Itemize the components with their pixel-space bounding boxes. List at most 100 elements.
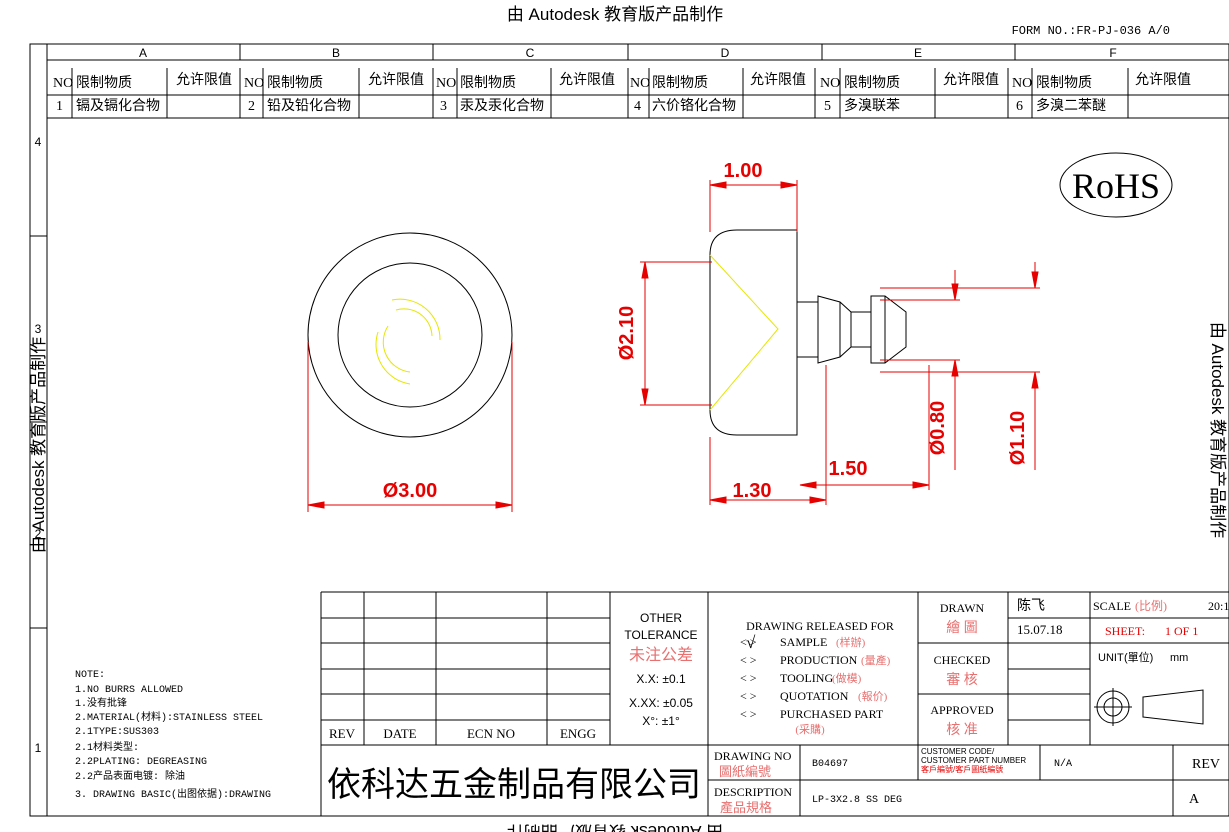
head-profile: [709, 229, 798, 436]
watermark-bottom: 由 Autodesk 教育版产品制作: [507, 822, 723, 832]
note-line-3: 2.MATERIAL(材料):STAINLESS STEEL: [75, 710, 263, 724]
note-line-7: 2.2产品表面电镀: 除油: [75, 769, 185, 783]
restricted-header-no-3: NO: [436, 76, 456, 91]
restricted-item-no-6: 6: [1016, 99, 1023, 114]
scale-value: 20:1: [1208, 599, 1229, 613]
release-check-mark: √: [746, 633, 756, 652]
restricted-header-limit-2: 允许限值: [368, 72, 424, 88]
notes-title: NOTE:: [75, 670, 105, 681]
dimension-lines: [307, 180, 1040, 512]
zone-row-2: 2: [35, 527, 42, 541]
drawn-by: 陈飞: [1017, 597, 1045, 614]
restricted-header-substance-1: 限制物质: [76, 75, 132, 91]
release-item-quotation: QUOTATION: [780, 689, 849, 703]
note-line-1: 1.NO BURRS ALLOWED: [75, 685, 183, 696]
dim-head-thickness: 1.00: [724, 160, 763, 182]
sheet-value: 1 OF 1: [1165, 624, 1198, 638]
tolerance-x1: X.X: ±0.1: [636, 672, 686, 686]
company-name: 依科达五金制品有限公司: [327, 766, 701, 804]
restricted-item-substance-6: 多溴二苯醚: [1036, 97, 1106, 114]
tolerance-deg: X°: ±1°: [642, 714, 680, 728]
restricted-header-substance-6: 限制物质: [1036, 75, 1092, 91]
dim-length-a: 1.30: [733, 480, 772, 502]
release-item-tooling-cn: (做模): [832, 671, 862, 685]
outer-circle: [307, 232, 513, 438]
zone-col-e: E: [914, 46, 922, 60]
tolerance-x2: X.XX: ±0.05: [629, 696, 693, 710]
restricted-header-no-2: NO: [244, 76, 264, 91]
rev-value: A: [1189, 792, 1200, 807]
release-item-sample: SAMPLE: [780, 635, 827, 649]
customer-code-label-cn: 客戶編號/客戶圖紙編號: [921, 764, 1003, 774]
side-view: [709, 229, 907, 436]
title-block-grid: [320, 591, 1229, 816]
tolerance-title-cn: 未注公差: [629, 646, 693, 664]
release-item-purchased-cn: (采購): [795, 722, 825, 736]
note-line-6: 2.2PLATING: DEGREASING: [75, 757, 207, 768]
restricted-header-no-1: NO: [53, 76, 73, 91]
restricted-header-limit-5: 允许限值: [943, 72, 999, 88]
watermark-top: 由 Autodesk 教育版产品制作: [507, 5, 723, 24]
restricted-header-limit-4: 允许限值: [750, 72, 806, 88]
tolerance-title-1: OTHER: [640, 611, 682, 625]
dim-tip-diameter: Ø1.10: [1007, 411, 1029, 465]
restricted-item-substance-1: 镉及镉化合物: [76, 98, 160, 114]
restricted-table-grid: [47, 68, 1229, 118]
customer-code-label-1: CUSTOMER CODE/: [921, 747, 995, 756]
restricted-header-substance-2: 限制物质: [267, 75, 323, 91]
customer-code-label-2: CUSTOMER PART NUMBER: [921, 756, 1026, 765]
release-item-quotation-cn: (報价): [858, 690, 888, 703]
description-label-cn: 產品規格: [720, 800, 772, 815]
front-view: [307, 232, 513, 438]
drawn-date: 15.07.18: [1017, 622, 1063, 637]
release-item-production: PRODUCTION: [780, 653, 858, 667]
customer-code-value: N/A: [1054, 758, 1072, 770]
release-bracket-4: < >: [740, 689, 757, 703]
unit-label-cn: (單位): [1124, 650, 1153, 664]
head-circle: [337, 262, 483, 408]
zone-row-1: 1: [35, 741, 42, 755]
restricted-header-substance-5: 限制物质: [844, 75, 900, 91]
restricted-header-no-4: NO: [630, 76, 650, 91]
dim-outer-diameter: Ø3.00: [383, 480, 437, 502]
form-number: FORM NO.:FR-PJ-036 A/0: [1012, 24, 1170, 38]
release-bracket-2: < >: [740, 653, 757, 667]
note-line-5: 2.1材料类型:: [75, 740, 139, 754]
release-title: DRAWING RELEASED FOR: [746, 619, 894, 633]
dim-head-diameter: Ø2.10: [616, 306, 638, 360]
restricted-item-no-5: 5: [824, 99, 831, 114]
restricted-item-substance-4: 六价铬化合物: [652, 98, 736, 114]
dim-shank-diameter: Ø0.80: [927, 401, 949, 455]
checked-label: CHECKED: [934, 653, 991, 667]
engg-header: ENGG: [560, 726, 596, 741]
unit-value: mm: [1170, 652, 1188, 664]
restricted-item-no-1: 1: [56, 99, 63, 114]
watermark-left: 由 Autodesk 教育版产品制作: [29, 337, 48, 553]
zone-col-f: F: [1109, 46, 1116, 60]
release-item-production-cn: (量產): [861, 653, 891, 667]
notes-block: NOTE: 1.NO BURRS ALLOWED 1.没有批锋 2.MATERI…: [75, 670, 271, 801]
restricted-header-limit-1: 允许限值: [176, 72, 232, 88]
restricted-header-no-6: NO: [1012, 76, 1032, 91]
sheet-label: SHEET:: [1105, 624, 1145, 638]
zone-col-b: B: [332, 46, 340, 60]
date-header: DATE: [383, 726, 416, 741]
release-item-sample-cn: (样辦): [836, 635, 866, 649]
restricted-item-no-2: 2: [248, 99, 255, 114]
scale-label-cn: (比例): [1135, 599, 1167, 613]
restricted-header-limit-3: 允许限值: [559, 72, 615, 88]
restricted-header-substance-3: 限制物质: [460, 75, 516, 91]
rev-header: REV: [329, 726, 356, 741]
restricted-item-no-4: 4: [634, 99, 641, 114]
restricted-item-substance-2: 铅及铅化合物: [267, 98, 351, 114]
restricted-item-substance-3: 汞及汞化合物: [460, 98, 544, 114]
dim-length-b: 1.50: [829, 458, 868, 480]
drawn-label: DRAWN: [940, 601, 985, 615]
tolerance-title-2: TOLERANCE: [624, 628, 697, 642]
zone-row-3: 3: [35, 322, 42, 336]
watermark-right: 由 Autodesk 教育版产品制作: [1208, 322, 1227, 538]
rev-label: REV: [1192, 757, 1220, 772]
note-line-2: 1.没有批锋: [75, 696, 127, 710]
description-value: LP-3X2.8 SS DEG: [812, 795, 902, 806]
approved-label: APPROVED: [930, 703, 994, 717]
